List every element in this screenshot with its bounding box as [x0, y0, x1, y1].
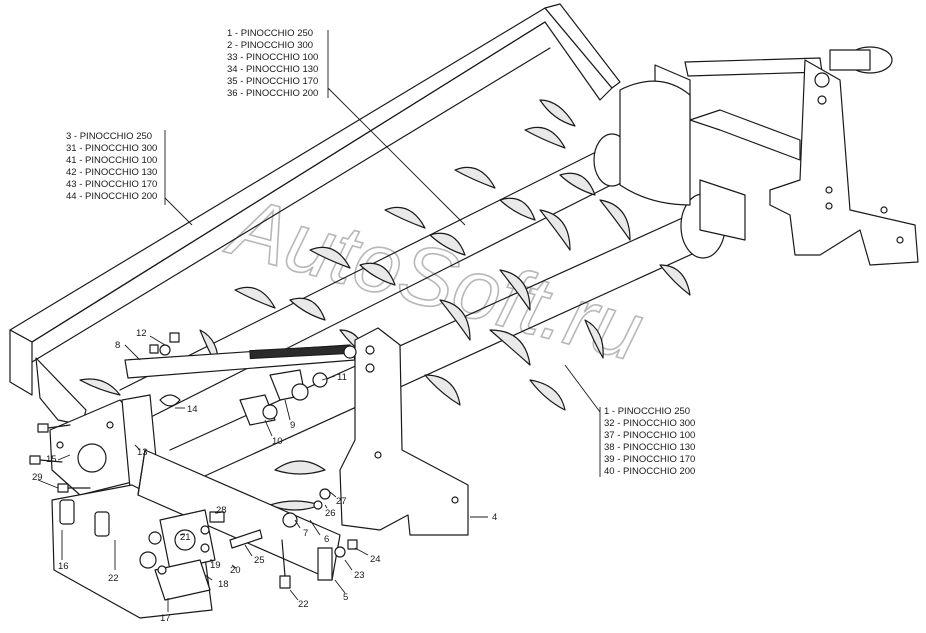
callout-7: 7	[303, 528, 308, 539]
legend-line: 40 - PINOCCHIO 200	[604, 466, 695, 477]
callout-22a: 22	[108, 573, 119, 584]
adjuster-arm	[124, 344, 357, 379]
legend-group-b: 3 - PINOCCHIO 250 31 - PINOCCHIO 300 41 …	[66, 131, 157, 202]
callout-18: 18	[218, 579, 229, 590]
callout-26: 26	[325, 508, 336, 519]
callout-8: 8	[115, 340, 120, 351]
callout-29: 29	[32, 472, 43, 483]
callout-27: 27	[336, 496, 347, 507]
legend-line: 43 - PINOCCHIO 170	[66, 179, 157, 190]
rotor-tines	[79, 99, 691, 511]
legend-line: 42 - PINOCCHIO 130	[66, 167, 157, 178]
legend-line: 31 - PINOCCHIO 300	[66, 143, 157, 154]
legend-line: 41 - PINOCCHIO 100	[66, 155, 157, 166]
legend-line: 44 - PINOCCHIO 200	[66, 191, 157, 202]
callout-9: 9	[290, 420, 295, 431]
callout-10: 10	[272, 436, 283, 447]
legend-line: 36 - PINOCCHIO 200	[227, 88, 318, 99]
callout-17: 17	[160, 613, 171, 624]
legend-line: 32 - PINOCCHIO 300	[604, 418, 695, 429]
callout-22b: 22	[298, 599, 309, 610]
legend-group-a: 1 - PINOCCHIO 250 2 - PINOCCHIO 300 33 -…	[227, 28, 318, 99]
callout-16: 16	[58, 561, 69, 572]
callout-numbers: 4 5 6 7 8 9 10 11 12 13 14 15 16 17 18 1…	[32, 328, 497, 624]
callout-6: 6	[324, 534, 329, 545]
middle-fittings	[159, 369, 328, 426]
legend-line: 3 - PINOCCHIO 250	[66, 131, 152, 142]
callout-4: 4	[492, 512, 497, 523]
callout-24: 24	[370, 554, 381, 565]
callout-5: 5	[343, 592, 348, 603]
callout-15: 15	[46, 454, 57, 465]
callout-28: 28	[216, 505, 227, 516]
callout-21: 21	[180, 532, 191, 543]
legend-line: 1 - PINOCCHIO 250	[604, 406, 690, 417]
callout-14: 14	[187, 404, 198, 415]
hood-beam	[9, 3, 621, 426]
legend-line: 2 - PINOCCHIO 300	[227, 40, 313, 51]
callout-25: 25	[254, 555, 265, 566]
left-side-assembly	[49, 394, 341, 619]
callout-13: 13	[137, 447, 148, 458]
legend-line: 1 - PINOCCHIO 250	[227, 28, 313, 39]
callout-23: 23	[354, 570, 365, 581]
fasteners	[29, 332, 358, 589]
legend-line: 35 - PINOCCHIO 170	[227, 76, 318, 87]
legend-line: 37 - PINOCCHIO 100	[604, 430, 695, 441]
callout-11: 11	[337, 372, 347, 383]
callout-19: 19	[210, 560, 221, 571]
callout-12: 12	[136, 328, 147, 339]
legend-group-c: 1 - PINOCCHIO 250 32 - PINOCCHIO 300 37 …	[604, 406, 695, 477]
legend-line: 34 - PINOCCHIO 130	[227, 64, 318, 75]
three-point-hitch	[619, 46, 919, 266]
legend-line: 39 - PINOCCHIO 170	[604, 454, 695, 465]
right-side-plate	[339, 327, 469, 536]
legend-leaders	[164, 30, 601, 477]
legend-line: 33 - PINOCCHIO 100	[227, 52, 318, 63]
legend-line: 38 - PINOCCHIO 130	[604, 442, 695, 453]
callout-20: 20	[230, 565, 241, 576]
callout-leaders	[37, 335, 488, 612]
